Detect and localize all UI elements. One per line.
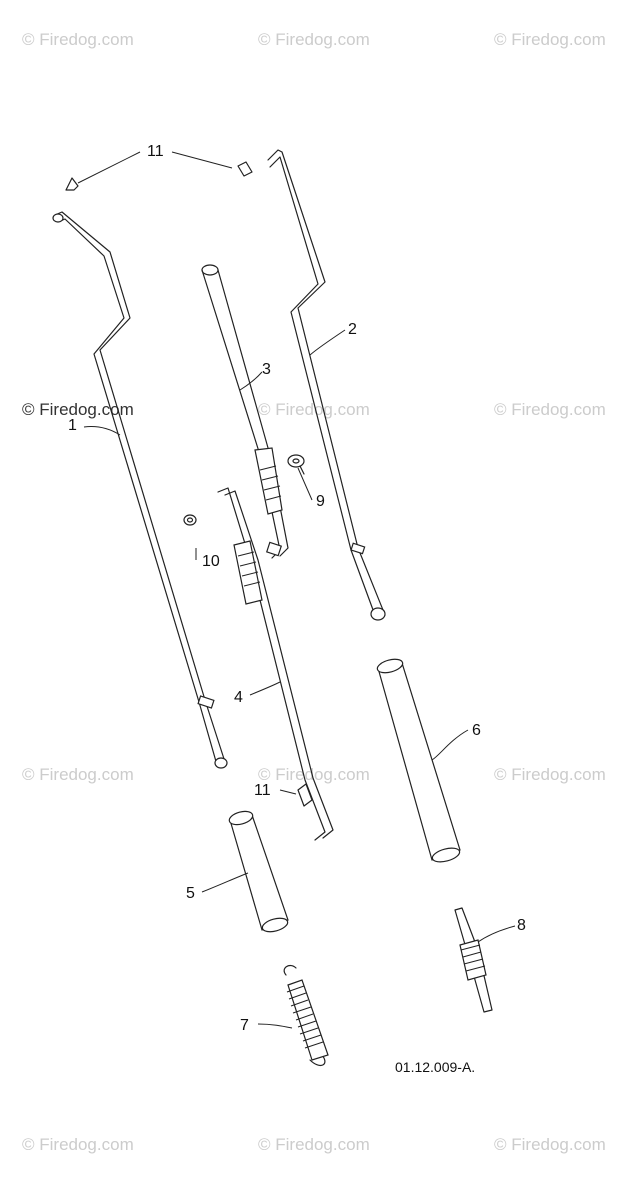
callout-5: 5: [186, 885, 195, 902]
callout-6: 6: [472, 722, 481, 739]
watermark: © Firedog.com: [494, 30, 606, 49]
watermark: © Firedog.com: [494, 765, 606, 784]
callouts: 11 1 2 3 9 10 4 6 11 5 8 7: [68, 143, 526, 1034]
leader-lines: [77, 151, 516, 1029]
watermark: © Firedog.com: [494, 1135, 606, 1154]
callout-10: 10: [202, 553, 220, 570]
callout-3: 3: [262, 361, 271, 378]
watermark: © Firedog.com: [258, 400, 370, 419]
callout-8: 8: [517, 917, 526, 934]
watermark: © Firedog.com: [22, 1135, 134, 1154]
part-3-rod: [201, 264, 289, 559]
part-6-tube: [376, 658, 461, 863]
part-1-rod: [52, 211, 228, 769]
part-10-nut: [183, 514, 197, 526]
callout-2: 2: [348, 321, 357, 338]
watermark-group: © Firedog.com © Firedog.com © Firedog.co…: [22, 30, 606, 1154]
part-2-rod: [267, 149, 386, 621]
callout-4: 4: [234, 689, 243, 706]
watermark: © Firedog.com: [22, 30, 134, 49]
callout-11-bottom: 11: [254, 782, 271, 799]
part-5-tube: [228, 810, 289, 933]
watermark: © Firedog.com: [22, 400, 134, 419]
watermark: © Firedog.com: [258, 765, 370, 784]
watermark: © Firedog.com: [494, 400, 606, 419]
part-7-spring: [283, 964, 329, 1067]
diagram-code: 01.12.009-A.: [395, 1059, 475, 1075]
part-11-clips: [65, 161, 313, 807]
part-8-spring: [454, 907, 493, 1013]
callout-9: 9: [316, 493, 325, 510]
callout-1: 1: [68, 417, 77, 434]
callout-7: 7: [240, 1017, 249, 1034]
part-4-rod: [217, 487, 334, 841]
callout-11-top: 11: [147, 143, 164, 160]
watermark: © Firedog.com: [258, 30, 370, 49]
part-9-fastener: [287, 454, 305, 475]
watermark: © Firedog.com: [22, 765, 134, 784]
watermark: © Firedog.com: [258, 1135, 370, 1154]
